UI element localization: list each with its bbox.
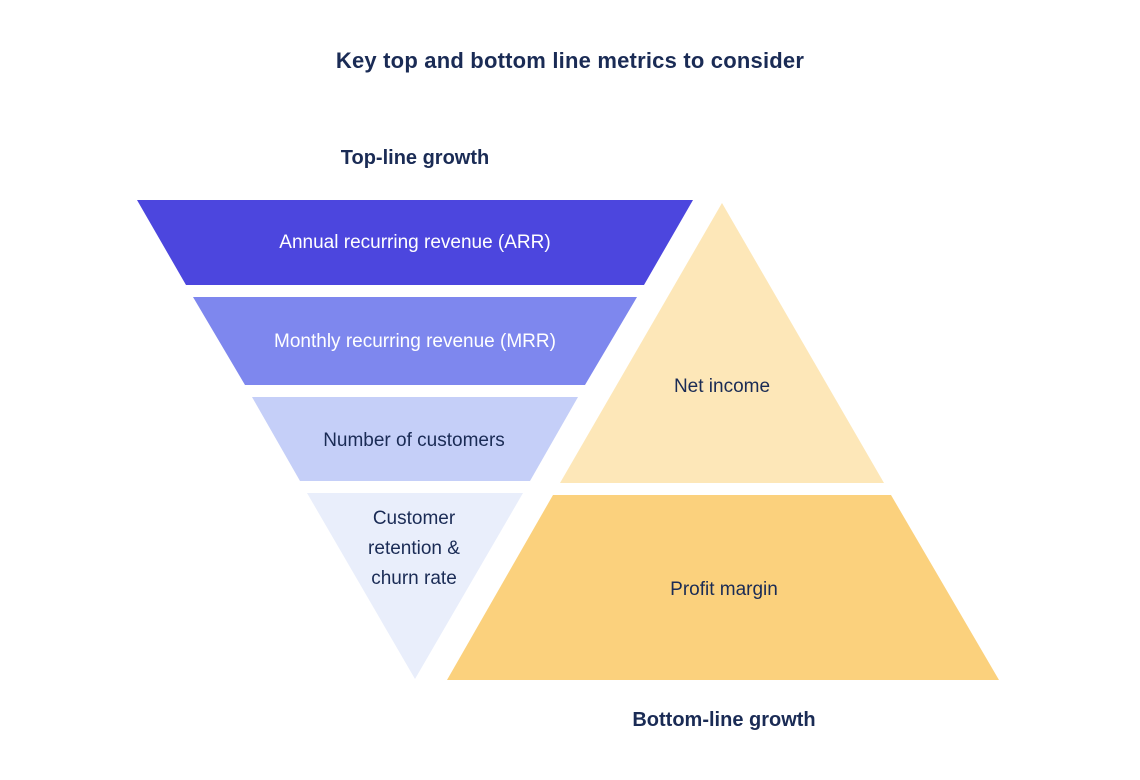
pyramid-layer-profit-shape <box>447 495 999 680</box>
funnel-layer-mrr-shape <box>193 297 637 385</box>
funnel-layer-customers-label: Number of customers <box>323 430 505 451</box>
top-line-growth-label: Top-line growth <box>340 147 490 169</box>
funnel-layer-mrr-label: Monthly recurring revenue (MRR) <box>274 331 556 352</box>
funnel-layer-retention-label: Customer retention & churn rate <box>368 508 460 589</box>
funnel-layer-retention-shape <box>307 493 523 679</box>
bottom-line-growth-label: Bottom-line growth <box>632 709 816 731</box>
diagram-title: Key top and bottom line metrics to consi… <box>335 48 805 73</box>
pyramid-layer-netincome-label: Net income <box>673 376 771 397</box>
funnel-layer-customers-shape <box>252 397 578 481</box>
pyramid-layer-netincome-shape <box>560 203 884 483</box>
funnel-layer-arr-label: Annual recurring revenue (ARR) <box>279 232 551 253</box>
funnel-layer-arr-shape <box>137 200 693 285</box>
pyramid-layer-profit-label: Profit margin <box>670 579 778 600</box>
